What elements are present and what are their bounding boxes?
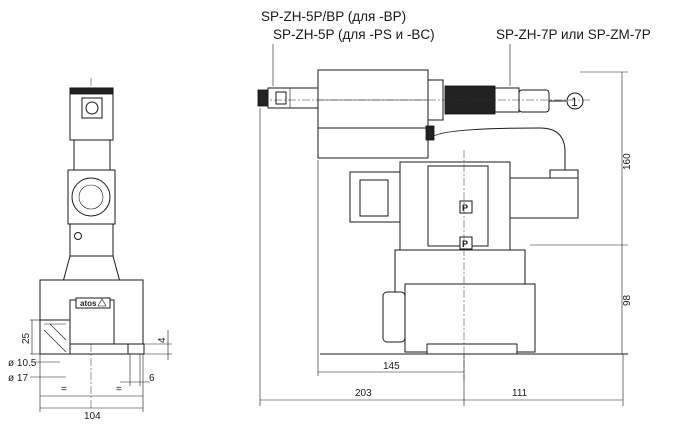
label-connector-bp: SP-ZH-5P/BP (для -BP) bbox=[261, 9, 406, 24]
side-foot-right bbox=[127, 343, 145, 355]
dim-phi-10-5: ø 10.5 bbox=[8, 358, 37, 369]
connector-5p-cap bbox=[257, 89, 269, 107]
port-p-lower-box bbox=[459, 236, 473, 250]
side-connector-top bbox=[69, 87, 114, 95]
dim-203: 203 bbox=[355, 388, 372, 399]
dim-6: 6 bbox=[149, 373, 155, 384]
side-coil-inner bbox=[78, 184, 104, 210]
dim-4: 4 bbox=[157, 337, 168, 343]
adjustment-knob bbox=[382, 291, 406, 343]
valve-base bbox=[404, 283, 536, 353]
side-coil-circle bbox=[71, 177, 111, 217]
electronics-housing bbox=[317, 69, 429, 129]
solenoid-right bbox=[509, 177, 579, 219]
callout-number: 1 bbox=[571, 95, 578, 109]
side-valve-body bbox=[69, 223, 114, 257]
dim-111: 111 bbox=[512, 388, 528, 399]
foot-hatch-3 bbox=[49, 323, 67, 341]
side-connector-plug bbox=[81, 97, 103, 119]
side-screw bbox=[74, 232, 82, 240]
label-connector-ps: SP-ZH-5P (для -PS и -BC) bbox=[273, 27, 435, 42]
dim-104: 104 bbox=[84, 411, 101, 422]
dim-98: 98 bbox=[622, 294, 633, 306]
side-connector-pin bbox=[85, 101, 99, 115]
connector-5p-nut bbox=[275, 91, 287, 105]
dim-25: 25 bbox=[21, 332, 32, 344]
side-neck bbox=[73, 139, 111, 171]
brand-plate bbox=[75, 297, 111, 309]
side-view: atos 25 ø 10.5 ø 17 4 6 = = 104 bbox=[8, 78, 172, 422]
warning-icon bbox=[97, 298, 107, 307]
valve-center bbox=[427, 165, 489, 247]
callout-circle bbox=[566, 92, 584, 110]
port-p-upper-box bbox=[459, 200, 473, 214]
housing-lower bbox=[317, 127, 429, 159]
foot-hatch-2 bbox=[43, 329, 67, 353]
connector-7p-gland bbox=[518, 89, 550, 113]
dim-equal-right: = bbox=[116, 384, 122, 395]
dim-phi-17: ø 17 bbox=[8, 373, 28, 384]
port-p-lower: P bbox=[462, 239, 468, 249]
solenoid-left-cap bbox=[359, 179, 389, 217]
label-connector-7p: SP-ZH-7P или SP-ZM-7P bbox=[496, 27, 651, 42]
side-foot-left bbox=[39, 319, 71, 355]
valve-foot bbox=[426, 343, 518, 355]
cable-gland bbox=[425, 125, 435, 141]
dim-145: 145 bbox=[383, 361, 400, 372]
front-view: SP-ZH-5P/BP (для -BP) SP-ZH-5P (для -PS … bbox=[257, 9, 651, 406]
dim-160: 160 bbox=[622, 153, 633, 170]
port-p-upper: P bbox=[462, 203, 468, 213]
brand-label: atos bbox=[80, 299, 97, 308]
dim-equal-left: = bbox=[61, 384, 67, 395]
